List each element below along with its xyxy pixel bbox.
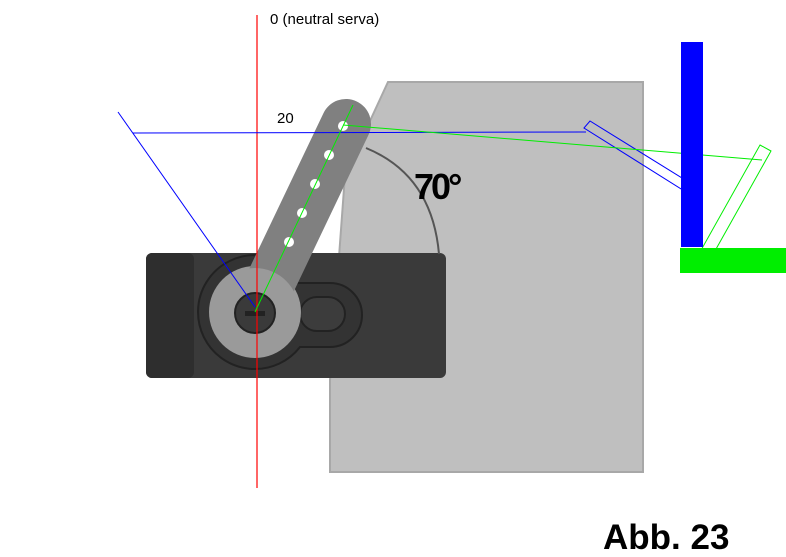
- green-linkage-outline: [699, 144, 772, 259]
- green-arm-line: [254, 104, 354, 313]
- arm-hole: [310, 179, 320, 189]
- blue-arm-line: [117, 111, 256, 308]
- angle-arc: [365, 147, 440, 255]
- position-20-label: 20: [277, 110, 294, 127]
- servo-flange: [146, 253, 194, 378]
- neutral-label: 0 (neutral serva): [270, 11, 380, 28]
- screw-slot: [245, 311, 265, 316]
- angle-label: 70°: [414, 166, 462, 207]
- arm-hole: [284, 237, 294, 247]
- blue-control-surface: [681, 42, 703, 247]
- servo-slot: [299, 296, 346, 332]
- green-control-surface: [680, 248, 786, 273]
- figure-caption: Abb. 23: [603, 518, 730, 557]
- blue-pushrod-line: [132, 131, 587, 134]
